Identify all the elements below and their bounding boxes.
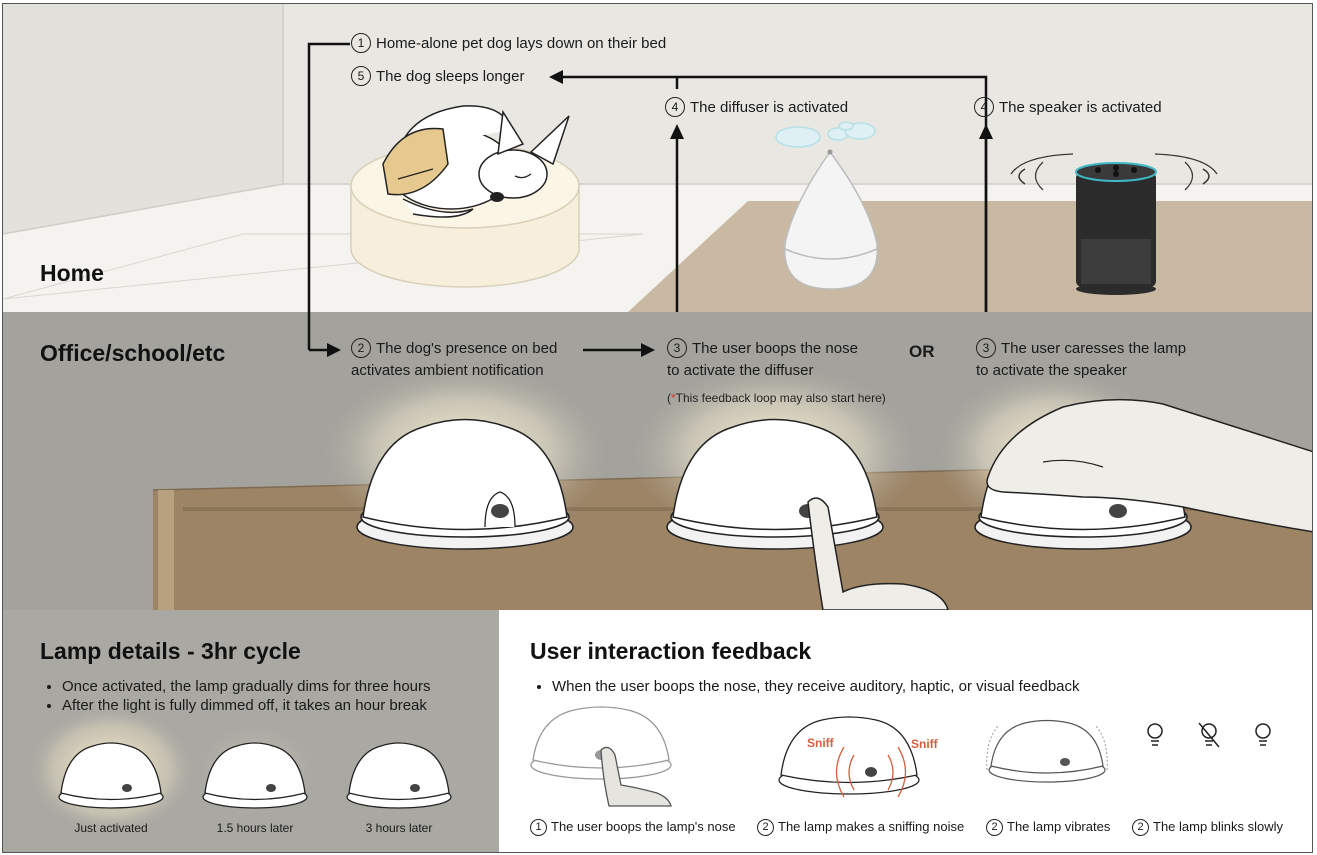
- arrow-to-step5: [549, 70, 563, 84]
- lamp-3-hours: [346, 742, 452, 809]
- office-panel: Office/school/etc 2 The dog's presence on…: [3, 312, 1312, 610]
- or-label: OR: [909, 342, 935, 361]
- step-3-boop-label: 3 The user boops the nose to activate the…: [667, 338, 858, 382]
- smart-speaker: [1010, 153, 1218, 295]
- lamp-boop: [666, 418, 949, 610]
- step-number: 2: [351, 338, 371, 358]
- lamp-cycle-illustration: [26, 705, 452, 835]
- lightbulb-off-icon: [1198, 722, 1220, 748]
- caption-text: The lamp makes a sniffing noise: [778, 819, 965, 834]
- asterisk: *: [671, 391, 676, 405]
- home-title: Home: [40, 260, 104, 286]
- note-text: This feedback loop may also start here): [675, 391, 886, 405]
- arrow-to-diffuser: [670, 124, 684, 139]
- lamp-ambient: [356, 418, 574, 550]
- lamp-caress: [974, 398, 1312, 550]
- mist-icon: [775, 121, 876, 148]
- step-number: 3: [976, 338, 996, 358]
- step-1-label: 1 Home-alone pet dog lays down on their b…: [351, 33, 666, 55]
- caption-text: The lamp blinks slowly: [1153, 819, 1284, 834]
- step-text: The user caresses the lamp: [1001, 340, 1187, 357]
- sniff-label-right: Sniff: [911, 737, 938, 751]
- caption-3-hours: 3 hours later: [365, 821, 433, 835]
- caption-text: The lamp vibrates: [1007, 819, 1111, 834]
- feedback-caption-boop: 1 The user boops the lamp's nose: [530, 819, 736, 836]
- step-text: The user boops the nose: [692, 340, 858, 357]
- sleeping-dog: [382, 105, 570, 218]
- feedback-caption-blink: 2 The lamp blinks slowly: [1132, 819, 1283, 836]
- sniff-label-left: Sniff: [807, 736, 834, 750]
- step-2-label: 2 The dog's presence on bed activates amb…: [351, 338, 557, 382]
- step-number: 4: [974, 97, 994, 117]
- caressing-hand: [986, 398, 1312, 533]
- office-illustration: [152, 312, 1312, 610]
- step-number: 2: [1132, 819, 1149, 836]
- step-number: 3: [667, 338, 687, 358]
- feedback-sniff-lamp: [778, 716, 920, 798]
- rug: [628, 201, 1312, 312]
- step-text: The dog sleeps longer: [376, 68, 525, 85]
- caption-text: The user boops the lamp's nose: [551, 819, 736, 834]
- step-5-label: 5 The dog sleeps longer: [351, 66, 524, 88]
- bullet-item: After the light is fully dimmed off, it …: [62, 696, 431, 715]
- lamp-details-bullets: Once activated, the lamp gradually dims …: [40, 677, 431, 715]
- diffuser: [775, 121, 879, 290]
- caption-just-activated: Just activated: [74, 821, 148, 835]
- step-text: The dog's presence on bed: [376, 340, 558, 357]
- step-number: 1: [530, 819, 547, 836]
- step-number: 2: [986, 819, 1003, 836]
- feedback-caption-sniff: 2 The lamp makes a sniffing noise: [757, 819, 964, 836]
- pointing-hand: [600, 746, 672, 807]
- note-paren: (: [667, 391, 671, 405]
- step-number: 1: [351, 33, 371, 53]
- feedback-title: User interaction feedback: [530, 638, 812, 664]
- feedback-illustration: [530, 706, 1271, 807]
- flow-lines: [307, 42, 988, 312]
- arrow-to-speaker: [979, 124, 993, 139]
- bullet-item: When the user boops the nose, they recei…: [552, 677, 1080, 696]
- step-4-speaker-label: 4 The speaker is activated: [974, 97, 1162, 119]
- sound-waves: [835, 746, 907, 798]
- lamp-details-title: Lamp details - 3hr cycle: [40, 638, 301, 664]
- lamp-just-activated: [58, 742, 164, 809]
- diagram-frame: Home 1 Home-alone pet dog lays down on th…: [2, 3, 1313, 853]
- arrow-to-step3: [641, 343, 655, 357]
- step-number: 5: [351, 66, 371, 86]
- bullet-item: Once activated, the lamp gradually dims …: [62, 677, 431, 696]
- lamp-1-5-hours: [202, 742, 308, 809]
- step-text: to activate the diffuser: [667, 362, 814, 379]
- feedback-vibrate-lamp: [986, 719, 1108, 783]
- lightbulb-on-icon: [1255, 723, 1271, 746]
- step-text: Home-alone pet dog lays down on their be…: [376, 35, 667, 52]
- left-wall: [3, 4, 283, 234]
- feedback-panel: User interaction feedback When the user …: [499, 610, 1312, 852]
- step-text: activates ambient notification: [351, 362, 544, 379]
- home-panel: Home 1 Home-alone pet dog lays down on th…: [3, 4, 1312, 312]
- feedback-boop-lamp: [530, 706, 672, 780]
- feedback-loop-note: (*This feedback loop may also start here…: [667, 391, 886, 405]
- feedback-bullets: When the user boops the nose, they recei…: [530, 677, 1080, 696]
- step-number: 2: [757, 819, 774, 836]
- step-number: 4: [665, 97, 685, 117]
- home-illustration: [3, 4, 1312, 312]
- caption-1-5-hours: 1.5 hours later: [216, 821, 294, 835]
- feedback-caption-vibrate: 2 The lamp vibrates: [986, 819, 1110, 836]
- pointing-hand: [807, 497, 949, 610]
- step-text: The speaker is activated: [999, 99, 1162, 116]
- office-title: Office/school/etc: [40, 340, 226, 366]
- arrow-to-step2: [327, 343, 341, 357]
- lamp-details-panel: Lamp details - 3hr cycle Once activated,…: [3, 610, 499, 852]
- step-text: The diffuser is activated: [690, 99, 849, 116]
- step-text: to activate the speaker: [976, 362, 1127, 379]
- step-4-diffuser-label: 4 The diffuser is activated: [665, 97, 848, 119]
- lightbulb-on-icon: [1147, 723, 1163, 746]
- step-3-caress-label: 3 The user caresses the lamp to activate …: [976, 338, 1186, 382]
